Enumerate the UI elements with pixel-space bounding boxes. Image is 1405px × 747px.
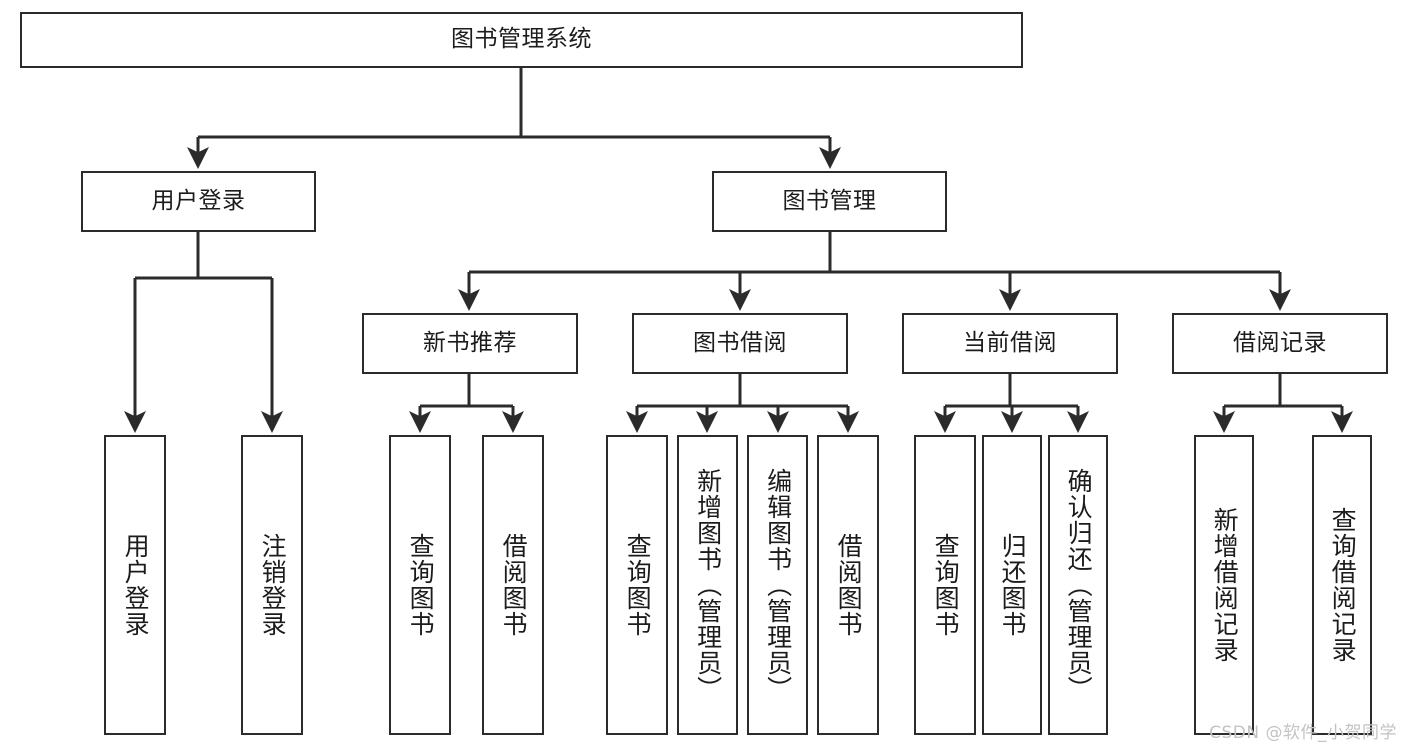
node-user-login[interactable]: 用户登录 — [81, 171, 316, 232]
node-leaf-edit-book[interactable]: 编辑图书（管理员） — [747, 435, 808, 735]
node-leaf-query-book-3-label: 查询图书 — [931, 533, 961, 637]
node-root[interactable]: 图书管理系统 — [20, 12, 1023, 68]
node-new-book-recommend[interactable]: 新书推荐 — [362, 313, 578, 374]
node-leaf-return-book[interactable]: 归还图书 — [982, 435, 1042, 735]
node-root-label: 图书管理系统 — [451, 26, 592, 53]
node-leaf-add-book[interactable]: 新增图书（管理员） — [677, 435, 738, 735]
node-leaf-confirm-return[interactable]: 确认归还（管理员） — [1048, 435, 1108, 735]
node-leaf-user-login-label: 用户登录 — [121, 533, 151, 637]
node-leaf-add-record-label: 新增借阅记录 — [1210, 507, 1240, 663]
csdn-watermark: CSDN @软件_小贺同学 — [1209, 723, 1397, 743]
node-leaf-borrow-book-1-label: 借阅图书 — [499, 533, 529, 637]
node-borrow-record[interactable]: 借阅记录 — [1172, 313, 1388, 374]
node-leaf-logout-login[interactable]: 注销登录 — [241, 435, 303, 735]
node-leaf-borrow-book-2-label: 借阅图书 — [834, 533, 864, 637]
node-leaf-confirm-return-label: 确认归还（管理员） — [1064, 468, 1094, 702]
node-leaf-query-record[interactable]: 查询借阅记录 — [1312, 435, 1372, 735]
node-borrow-record-label: 借阅记录 — [1233, 329, 1327, 356]
node-leaf-user-login[interactable]: 用户登录 — [104, 435, 166, 735]
node-leaf-return-book-label: 归还图书 — [998, 533, 1028, 637]
node-user-login-label: 用户登录 — [151, 187, 246, 214]
node-leaf-edit-book-label: 编辑图书（管理员） — [763, 468, 793, 702]
node-book-management-label: 图书管理 — [782, 187, 877, 214]
node-leaf-query-book-1[interactable]: 查询图书 — [389, 435, 451, 735]
node-leaf-add-record[interactable]: 新增借阅记录 — [1194, 435, 1254, 735]
node-leaf-query-book-2-label: 查询图书 — [623, 533, 653, 637]
node-current-borrow-label: 当前借阅 — [963, 329, 1057, 356]
node-leaf-query-book-3[interactable]: 查询图书 — [914, 435, 976, 735]
node-current-borrow[interactable]: 当前借阅 — [902, 313, 1118, 374]
node-leaf-borrow-book-2[interactable]: 借阅图书 — [817, 435, 879, 735]
node-leaf-query-record-label: 查询借阅记录 — [1328, 507, 1358, 663]
node-leaf-borrow-book-1[interactable]: 借阅图书 — [482, 435, 544, 735]
node-new-book-recommend-label: 新书推荐 — [423, 329, 517, 356]
node-book-borrow[interactable]: 图书借阅 — [632, 313, 848, 374]
node-book-management[interactable]: 图书管理 — [712, 171, 947, 232]
node-leaf-query-book-1-label: 查询图书 — [406, 533, 436, 637]
node-leaf-logout-login-label: 注销登录 — [258, 533, 288, 637]
node-book-borrow-label: 图书借阅 — [693, 329, 787, 356]
node-leaf-query-book-2[interactable]: 查询图书 — [606, 435, 668, 735]
node-leaf-add-book-label: 新增图书（管理员） — [693, 468, 723, 702]
